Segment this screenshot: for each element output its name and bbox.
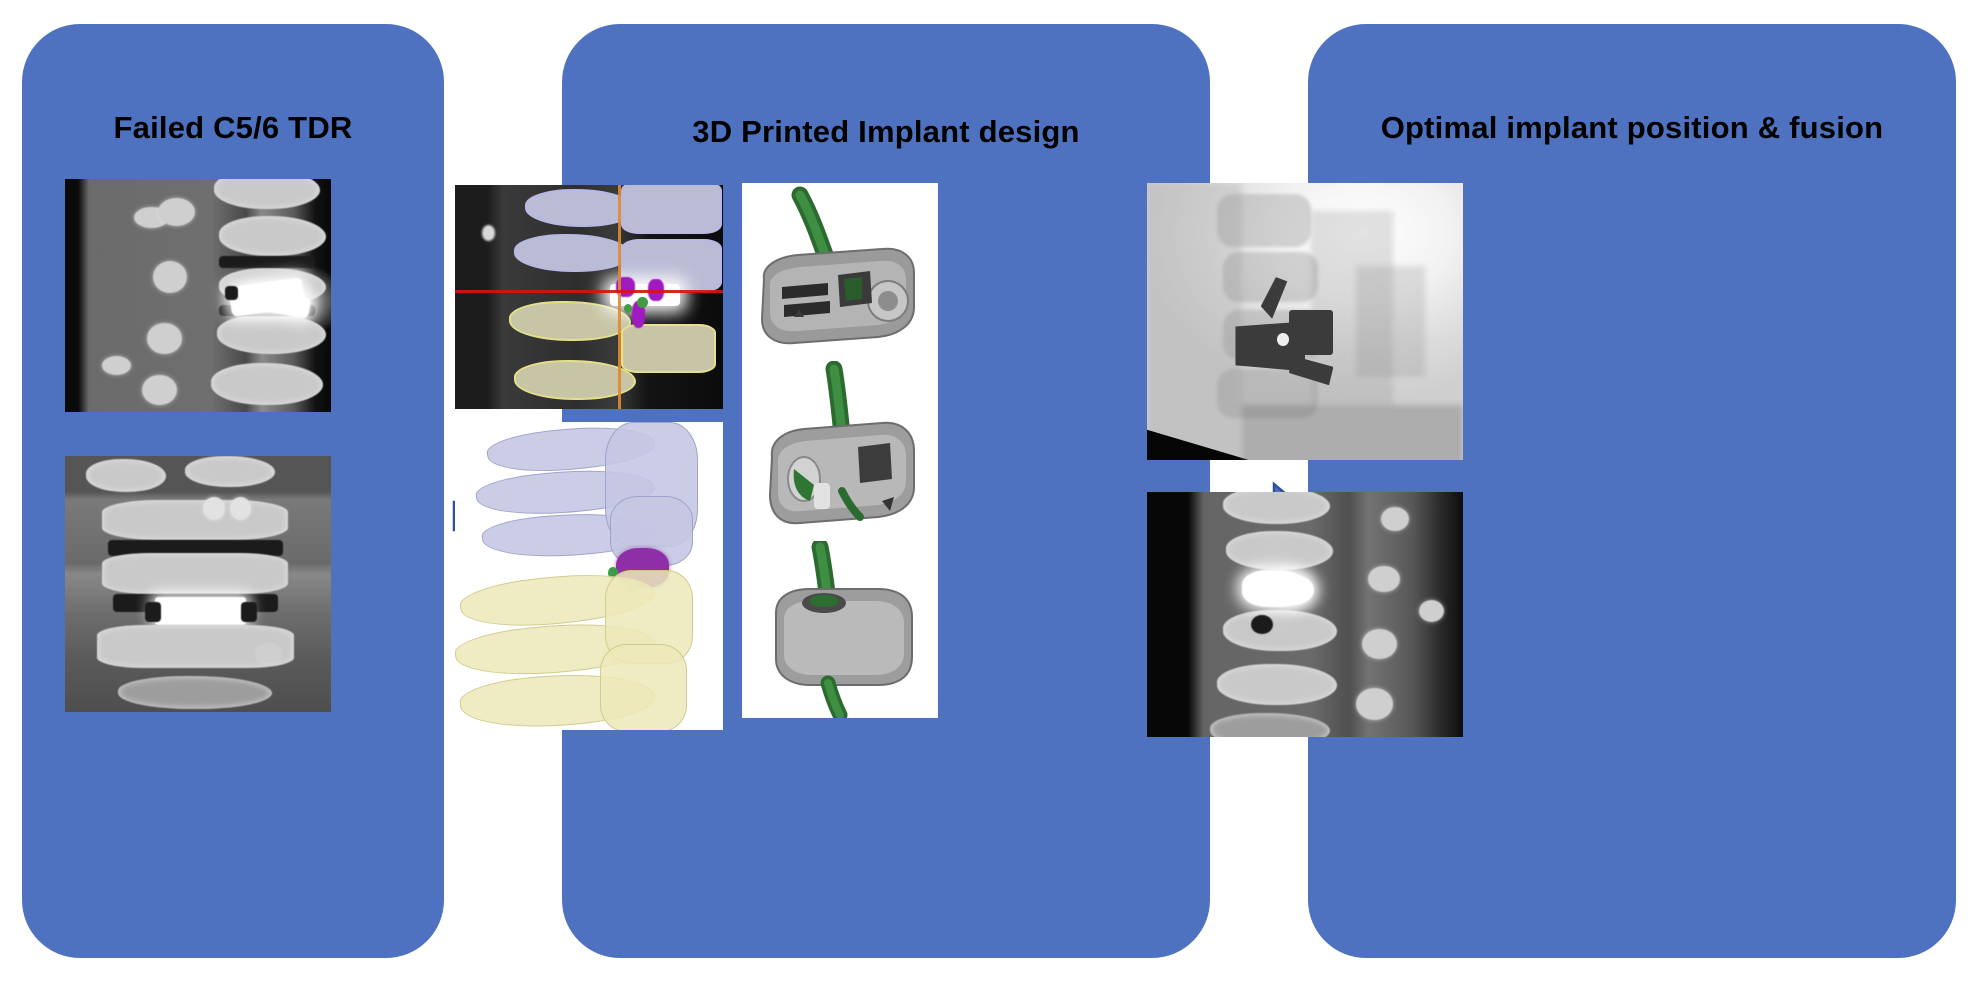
xray-lateral-postop-image [1147,183,1463,460]
panel-title-failed-tdr: Failed C5/6 TDR [113,110,353,145]
panel-title-optimal-position: Optimal implant position & fusion [1380,110,1884,145]
implant-render-column [742,183,938,718]
ct-sagittal-failed-image [65,179,331,412]
ct-sagittal-fusion-image [1147,492,1463,737]
panel-title-implant-design: 3D Printed Implant design [692,114,1080,149]
implant-render-superior-oblique [742,183,938,361]
ct-coronal-failed-image [65,456,331,712]
panel-failed-tdr: Failed C5/6 TDR [22,24,444,958]
implant-render-lateral-oblique [742,361,938,541]
three-d-anatomical-model-image [455,422,723,730]
implant-render-anterior [742,541,938,718]
planning-ct-segmentation-image [455,185,723,409]
panel-optimal-position: Optimal implant position & fusion [1308,24,1956,958]
